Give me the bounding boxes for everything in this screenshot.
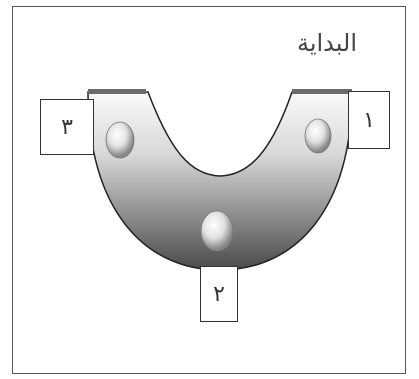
label-two: ٢: [213, 282, 225, 307]
label-box-three: ٣: [40, 99, 94, 155]
ball-right: [305, 119, 331, 153]
label-box-one: ١: [348, 91, 390, 149]
label-three: ٣: [61, 115, 73, 140]
ball-left: [106, 122, 134, 158]
label-one: ١: [363, 108, 375, 133]
top-right-bar: [292, 89, 352, 94]
top-left-bar: [88, 89, 146, 94]
label-box-two: ٢: [200, 266, 238, 322]
ball-bottom: [201, 211, 233, 251]
